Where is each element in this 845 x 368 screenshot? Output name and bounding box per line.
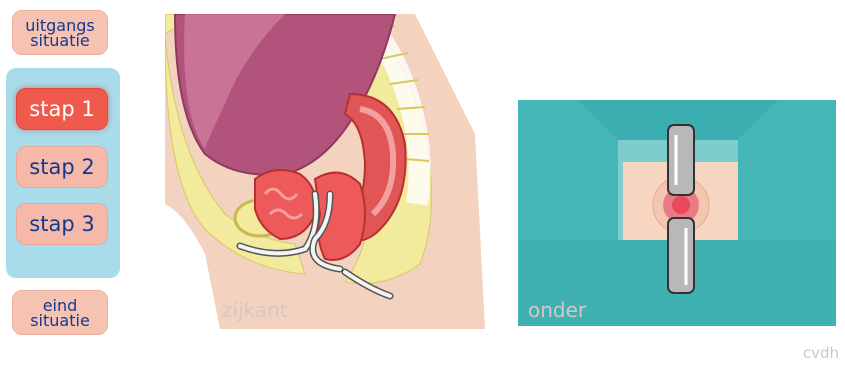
step-3-button[interactable]: stap 3: [16, 203, 108, 245]
step-2-button[interactable]: stap 2: [16, 146, 108, 188]
end-situation-button[interactable]: eind situatie: [12, 290, 108, 335]
step-1-label: stap 1: [29, 97, 94, 121]
step-1-button[interactable]: stap 1: [16, 88, 108, 130]
bottom-view-illustration: [518, 100, 836, 326]
step-3-label: stap 3: [29, 212, 94, 236]
step-2-label: stap 2: [29, 155, 94, 179]
start-situation-label-line2: situatie: [25, 33, 94, 48]
start-situation-button[interactable]: uitgangs situatie: [12, 10, 108, 55]
bottom-view-caption: onder: [528, 298, 586, 322]
end-situation-label-line2: situatie: [30, 313, 90, 328]
side-view-caption: zijkant: [222, 298, 288, 322]
side-view-illustration: [165, 14, 485, 329]
author-credit: cvdh: [803, 344, 839, 362]
